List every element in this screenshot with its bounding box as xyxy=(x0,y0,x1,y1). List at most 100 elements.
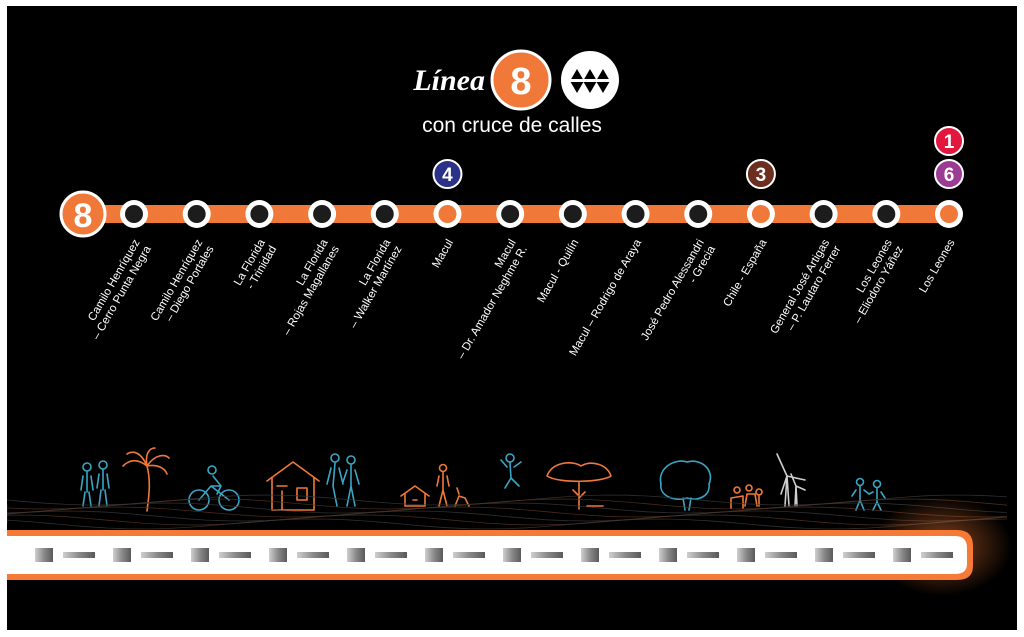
motion-wave xyxy=(7,510,1008,522)
train-window xyxy=(191,548,209,562)
small-house xyxy=(400,485,430,507)
station-name: Macul – Rodrigo de Araya xyxy=(568,237,645,358)
train-window xyxy=(453,552,485,558)
group-figures xyxy=(730,484,763,509)
station-dot xyxy=(250,205,269,223)
station-dot xyxy=(187,205,206,223)
station-name: La Florida– Walker Martínez xyxy=(337,237,405,330)
station-name: Los Leones xyxy=(917,237,957,295)
map-title: Línea 8 con cruce de calles xyxy=(412,49,619,137)
person-with-dog xyxy=(436,463,470,507)
couple-figure xyxy=(80,460,110,507)
station-name: Camilo Henríquez– Cerro Punta Negra xyxy=(79,237,154,342)
station-dot xyxy=(689,205,708,223)
train-window xyxy=(815,548,833,562)
station-name-line: Macul xyxy=(430,238,456,271)
connection-badge xyxy=(934,159,964,189)
station-name: Camilo Henríquez– Diego Portales xyxy=(149,237,217,329)
train-window xyxy=(297,552,329,558)
round-tree xyxy=(659,460,712,511)
house xyxy=(266,461,320,511)
station-name: General José Artigas– P. Lautaro Ferrer xyxy=(768,237,843,342)
station-name: Macul xyxy=(430,238,456,271)
station-dot xyxy=(313,205,332,223)
train-window xyxy=(687,552,719,558)
station-dot xyxy=(375,205,394,223)
station-name: La Florida- Trinidad xyxy=(232,237,280,294)
station-dot xyxy=(751,205,770,223)
title-word: Línea xyxy=(412,64,485,97)
station-name: Macul - Quilín xyxy=(536,238,582,305)
palm-tree xyxy=(122,447,170,512)
train-windows xyxy=(35,548,953,562)
train-window xyxy=(269,548,287,562)
stations: Camilo Henríquez– Cerro Punta NegraCamil… xyxy=(79,126,964,362)
station-dot xyxy=(940,205,958,223)
station-dot xyxy=(877,205,896,223)
family-figure xyxy=(326,453,360,507)
station-dot xyxy=(125,205,143,223)
station-name-line: Macul – Rodrigo de Araya xyxy=(568,237,645,358)
train-window xyxy=(219,552,251,558)
walking-pair xyxy=(851,477,886,511)
line-start-number: 8 xyxy=(74,197,93,235)
train-window xyxy=(737,548,755,562)
connection-line-number: 4 xyxy=(442,165,453,186)
station-name-line: – Dr. Amador Neghme R. xyxy=(455,244,530,361)
connection-badge xyxy=(432,159,463,189)
station-dot xyxy=(814,205,833,223)
train-window xyxy=(765,552,797,558)
connection-line-number: 3 xyxy=(756,165,767,186)
train-window xyxy=(531,552,563,558)
train-window xyxy=(609,552,641,558)
motion-wave xyxy=(7,518,1008,530)
jumping-figure xyxy=(500,453,522,489)
connection-badge xyxy=(745,159,776,189)
station-name: Chile - España xyxy=(721,237,769,309)
train xyxy=(7,496,1012,596)
map-subtitle: con cruce de calles xyxy=(422,114,602,137)
train-window xyxy=(893,548,911,562)
station-name-line: Chile - España xyxy=(721,237,769,309)
line8-map: Línea 8 con cruce de calles 8 Camilo Hen… xyxy=(7,6,1017,630)
title-line-number: 8 xyxy=(510,61,531,103)
train-window xyxy=(347,548,365,562)
motion-waves xyxy=(7,494,1008,530)
station-name-line: José Pedro Alessandri xyxy=(639,238,707,343)
station-dot xyxy=(563,205,582,223)
station-name: Los Leones– Eliodoro Yáñez xyxy=(841,237,906,325)
train-window xyxy=(921,552,953,558)
station-name: Macul– Dr. Amador Neghme R. xyxy=(444,238,530,362)
motion-wave xyxy=(7,506,1008,518)
train-window xyxy=(141,552,173,558)
train-window xyxy=(581,548,599,562)
map-svg: Línea 8 con cruce de calles 8 Camilo Hen… xyxy=(7,49,1012,596)
train-window xyxy=(503,548,521,562)
motion-wave xyxy=(7,514,1008,526)
train-window xyxy=(63,552,95,558)
wind-turbine xyxy=(776,453,806,507)
acacia-tree xyxy=(546,462,612,510)
station-name-line: Los Leones xyxy=(917,237,957,295)
line-start-badge xyxy=(59,190,107,238)
connection-line-number: 1 xyxy=(944,132,955,153)
train-window xyxy=(113,548,131,562)
station-dot xyxy=(501,205,520,223)
train-inner xyxy=(7,536,967,574)
train-window xyxy=(843,552,875,558)
motion-wave xyxy=(7,498,1008,510)
connection-line-number: 6 xyxy=(944,165,955,186)
station-dot xyxy=(438,205,457,223)
illustrations xyxy=(80,447,886,512)
station-name-line: Macul - Quilín xyxy=(536,238,582,305)
station-dot xyxy=(626,205,645,223)
connection-badge xyxy=(934,126,964,156)
station-name: José Pedro Alessandri- Grecia xyxy=(639,237,718,349)
train-window xyxy=(375,552,407,558)
train-window xyxy=(425,548,443,562)
title-line-badge xyxy=(490,49,552,111)
train-window xyxy=(35,548,53,562)
station-name: La Florida– Rojas Magallanes xyxy=(270,237,342,338)
